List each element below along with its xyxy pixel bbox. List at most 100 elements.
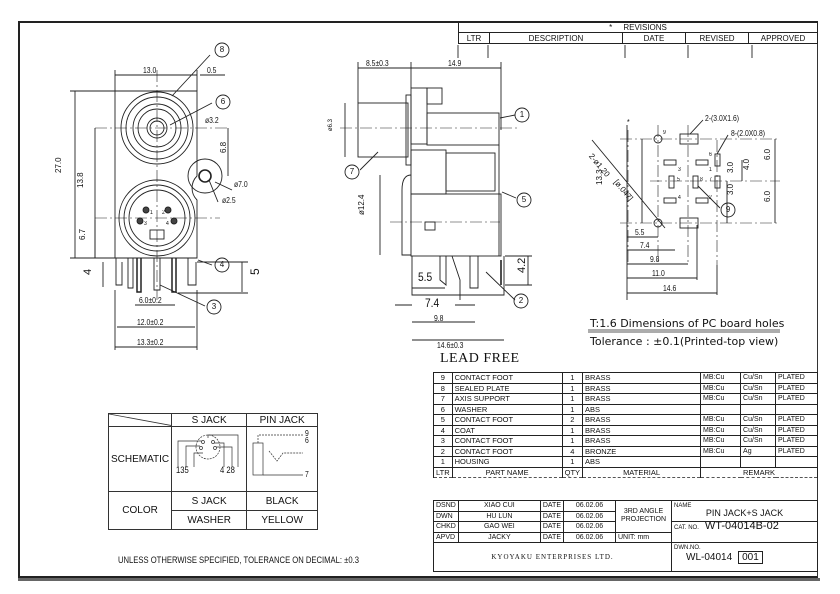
- revisions-star: *: [609, 22, 613, 32]
- dim-side-dist: 6.8: [219, 141, 228, 153]
- dim-body-len: 14.9: [448, 59, 462, 68]
- pcb-pin-3: 3: [678, 167, 681, 173]
- tb-date-label: DATE: [539, 531, 565, 543]
- bom-ltr: 1: [433, 456, 453, 468]
- tb-cat-label: CAT. NO.: [674, 525, 699, 531]
- bom-qty: 1: [561, 435, 584, 447]
- dim-d3: 9.8: [434, 314, 444, 323]
- revisions-title-cell: * REVISIONS: [458, 21, 818, 33]
- sch-row-schematic: SCHEMATIC: [107, 426, 173, 492]
- balloon-7: 7: [349, 167, 355, 176]
- bom-material: BRASS: [582, 414, 702, 426]
- bom-qty: 1: [561, 393, 584, 405]
- tb-person-name: GAO WEI: [457, 521, 541, 533]
- tb-date: 06.02.06: [563, 521, 616, 533]
- dim-hole-d1: ø3.2: [205, 116, 219, 125]
- bom-part-name: CONTACT FOOT: [451, 445, 563, 457]
- dim-height-upper: 13.8: [76, 172, 85, 188]
- bom-ltr: 8: [433, 382, 453, 394]
- s-jack-pins-right: 4 28: [220, 465, 236, 475]
- pcb-slot-small: 8-(2.0X0.8): [731, 129, 766, 138]
- balloon-5: 5: [521, 195, 527, 204]
- bom-remark-plating: Cu/Sn: [740, 435, 777, 447]
- dim-hole-d3: ø2.5: [222, 196, 236, 205]
- pin-label-2: 2: [162, 210, 165, 216]
- tb-date: 06.02.06: [563, 500, 616, 512]
- bom-part-name: CONTACT FOOT: [451, 372, 563, 384]
- bom-part-name: CONTACT FOOT: [451, 435, 563, 447]
- rev-header-approved: APPROVED: [748, 32, 818, 44]
- bom-part-name: CONTACT FOOT: [451, 414, 563, 426]
- bom-remark-base: [700, 456, 742, 468]
- sch-row-color: COLOR: [107, 491, 173, 530]
- pcb-dim-x5: 14.6: [663, 284, 677, 293]
- pcb-pin-8: 8: [700, 177, 703, 183]
- tb-name-label: NAME: [674, 503, 692, 509]
- bom-remark-plating: Cu/Sn: [740, 382, 777, 394]
- pcb-dim-x2: 7.4: [640, 241, 650, 250]
- bom-ltr: 7: [433, 393, 453, 405]
- dim-d1: 5.5: [418, 270, 433, 284]
- rev-header-date: DATE: [622, 32, 686, 44]
- bom-remark-base: MB:Cu: [700, 445, 742, 457]
- pin-jack-pin-7: 7: [305, 470, 309, 479]
- frame-shadow: [18, 578, 820, 581]
- side-view: [340, 62, 532, 341]
- tb-sheet: 001: [738, 551, 763, 564]
- tb-date-label: DATE: [539, 510, 565, 522]
- pcb-pin-1: 1: [709, 167, 712, 173]
- dim-pin-span: 12.0±0.2: [137, 318, 164, 327]
- diagonal-line: [109, 414, 171, 426]
- color-value-yellow: YELLOW: [246, 510, 319, 530]
- bom-ltr: 4: [433, 424, 453, 436]
- pcb-dim-x4: 11.0: [652, 269, 665, 278]
- bom-qty: 1: [561, 372, 584, 384]
- pcb-dim-v5: 6.0: [763, 190, 772, 202]
- bom-material: BRASS: [582, 393, 702, 405]
- bom-remark-plated: PLATED: [775, 393, 818, 405]
- tb-role: CHKD: [433, 521, 459, 533]
- diagonal-header-cell: [107, 413, 173, 427]
- tb-date-label: DATE: [539, 500, 565, 512]
- bom-remark-plating: Ag: [740, 445, 777, 457]
- dim-pin-len: 4: [82, 268, 94, 275]
- lead-free-label: LEAD FREE: [440, 351, 520, 366]
- pcb-dim-v1: 6.0: [763, 148, 772, 160]
- bom-part-name: COAT: [451, 424, 563, 436]
- bom-qty: 1: [561, 456, 584, 468]
- dim-body-d: ø12.4: [357, 194, 366, 215]
- pin-jack-pin-6: 6: [305, 436, 309, 445]
- bom-part-name: SEALED PLATE: [451, 382, 563, 394]
- dim-d4: 14.6±0.3: [437, 341, 464, 350]
- dim-side-height: 5: [248, 268, 262, 275]
- pcb-pin-6: 6: [709, 152, 712, 158]
- pcb-pin-5: 5: [677, 177, 680, 183]
- s-jack-schematic: 135 4 28: [171, 426, 248, 492]
- pcb-dim-v4: 3.0: [726, 183, 735, 195]
- tb-person-name: XIAO CUI: [457, 500, 541, 512]
- bom-material: BRASS: [582, 372, 702, 384]
- color-part-washer: WASHER: [171, 510, 248, 530]
- pin-jack-schematic: 9 6 7: [246, 426, 319, 492]
- dim-body-width: 13.3±0.2: [137, 338, 164, 347]
- bom-qty: 2: [561, 414, 584, 426]
- tb-dwn-label: DWN.NO.: [674, 545, 701, 551]
- bom-part-name: AXIS SUPPORT: [451, 393, 563, 405]
- bom-remark-plating: Cu/Sn: [740, 393, 777, 405]
- tb-projection: 3RD ANGLE PROJECTION: [615, 500, 672, 533]
- bom-remark-base: MB:Cu: [700, 435, 742, 447]
- bom-remark-plated: PLATED: [775, 382, 818, 394]
- bom-material: BRASS: [582, 424, 702, 436]
- bom-remark-plated: [775, 456, 818, 468]
- rev-header-description: DESCRIPTION: [489, 32, 623, 44]
- tb-role: DSND: [433, 500, 459, 512]
- bom-part-name: WASHER: [451, 403, 563, 415]
- bom-material: ABS: [582, 456, 702, 468]
- bom-remark-base: MB:Cu: [700, 424, 742, 436]
- sch-header-pin-jack: PIN JACK: [246, 413, 319, 427]
